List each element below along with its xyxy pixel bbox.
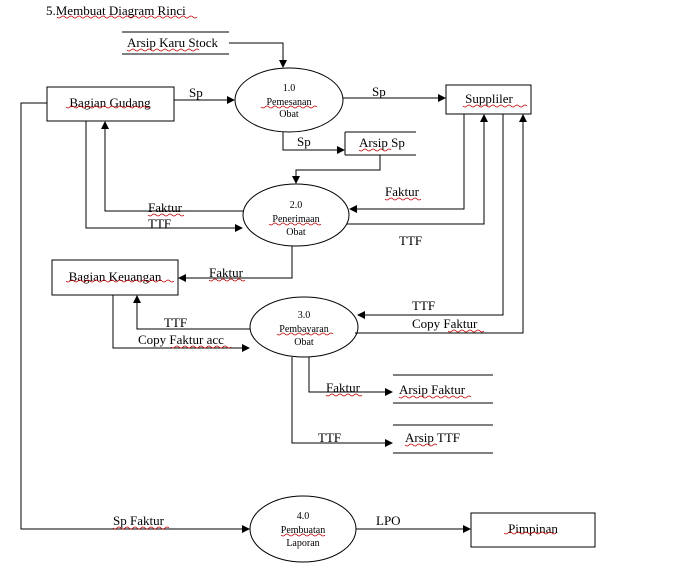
process-2-line1: Penerimaan: [272, 214, 319, 225]
process-3-line2: Obat: [294, 337, 314, 348]
entity-pimpinan: [470, 512, 596, 548]
flow-p2-supplier-label: TTF: [399, 233, 422, 248]
store-arsip-kartu-stock-label: Arsip Karu Stock: [127, 35, 218, 50]
flow-arsip-sp-p2: [292, 155, 381, 184]
store-arsip-faktur: [393, 374, 493, 404]
process-1-line2: Obat: [279, 109, 299, 120]
store-arsip-ttf: [393, 424, 493, 454]
flow-p3-arsip-ttf-label: TTF: [318, 430, 341, 445]
flow-supplier-p3-label: TTF: [412, 298, 435, 313]
flow-gudang-p4: [20, 102, 250, 533]
flow-p3-keuangan: [133, 295, 250, 330]
process-1: [234, 67, 344, 133]
flow-p3-supplier-label: Copy Faktur: [412, 316, 478, 331]
flow-p1-supplier-label: Sp: [372, 84, 386, 99]
flow-gudang-p2: [85, 121, 243, 232]
flow-p2-keuangan-label: Faktur: [209, 265, 244, 280]
flow-p4-pimpinan-label: LPO: [376, 513, 401, 528]
flow-p2-gudang-label: Faktur: [148, 200, 183, 215]
entity-pimpinan-label: Pimpinan: [508, 521, 558, 536]
process-2: [242, 183, 350, 247]
flow-p1-arsip-sp-label: Sp: [297, 134, 311, 149]
flow-p2-supplier: [347, 114, 488, 225]
store-arsip-ttf-label: Arsip TTF: [405, 430, 460, 445]
spellcheck-squiggles: [56, 15, 557, 537]
process-3: [249, 296, 359, 358]
store-arsip-kartu-stock: [122, 31, 229, 55]
flow-stock-p1: [229, 42, 287, 68]
flow-keuangan-p3-label: Copy Faktur acc: [138, 332, 224, 347]
store-arsip-sp-label: Arsip Sp: [359, 135, 405, 150]
flow-p3-keuangan-label: TTF: [164, 315, 187, 330]
process-4-number: 4.0: [297, 511, 310, 522]
flow-p3-arsip-faktur-label: Faktur: [326, 380, 361, 395]
flow-p3-arsip-faktur: [308, 357, 393, 396]
process-1-number: 1.0: [283, 83, 296, 94]
flow-supplier-p2-label: Faktur: [385, 184, 420, 199]
process-2-number: 2.0: [290, 200, 303, 211]
entity-supplier-label: Suppliler: [465, 91, 513, 106]
flow-gudang-p2-label: TTF: [148, 216, 171, 231]
entity-bagian-gudang-label: Bagian Gudang: [69, 95, 151, 110]
flow-p3-supplier: [355, 114, 527, 334]
flow-supplier-p2: [349, 114, 465, 213]
process-2-line2: Obat: [286, 227, 306, 238]
flow-p3-arsip-ttf: [291, 357, 393, 447]
entity-bagian-keuangan-label: Bagian Keuangan: [69, 269, 162, 284]
process-4-line2: Laporan: [286, 538, 319, 549]
flow-supplier-p3: [357, 114, 504, 319]
store-arsip-faktur-label: Arsip Faktur: [399, 382, 466, 397]
process-1-line1: Pemesanan: [267, 97, 312, 108]
flow-p2-keuangan: [178, 246, 293, 282]
process-4-line1: Pembuatan: [281, 525, 325, 536]
flow-gudang-p4-label: Sp Faktur: [113, 513, 165, 528]
process-3-number: 3.0: [298, 310, 311, 321]
page-title: 5.Membuat Diagram Rinci: [46, 3, 186, 18]
process-3-line1: Pembayaran: [279, 324, 328, 335]
flow-p1-arsip-sp: [282, 132, 345, 154]
flow-p2-gudang: [101, 121, 243, 212]
entity-bagian-gudang: [46, 86, 175, 122]
flow-gudang-p1-label: Sp: [189, 85, 203, 100]
entity-supplier: [445, 84, 532, 115]
